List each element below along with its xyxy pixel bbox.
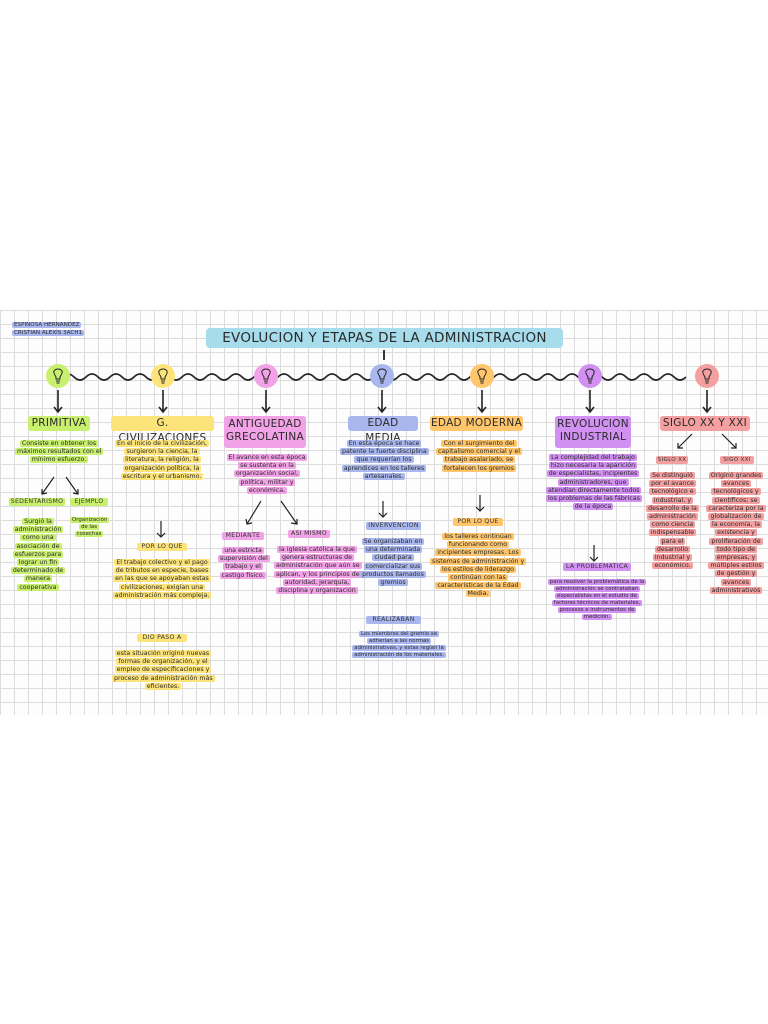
sub-text: la iglesia católica la que genera estruc… bbox=[274, 546, 362, 595]
sub-label: SIGO XXI bbox=[720, 456, 754, 464]
sub-label: DIO PASO A bbox=[137, 634, 187, 642]
sub-label: EJEMPLO bbox=[70, 498, 108, 506]
stage-description: Con el surgimiento del capitalismo comer… bbox=[435, 440, 523, 472]
sub-text: Originó grandes avances tecnológicos y c… bbox=[706, 472, 766, 594]
stage-description: Consiste en obtener los máximos resultad… bbox=[15, 440, 104, 464]
sub-text: los talleres continúan funcionando como … bbox=[430, 533, 527, 598]
sub-label: REALIZABAN bbox=[366, 616, 421, 624]
sub-text: Se distinguió por el avance tecnológico … bbox=[646, 472, 699, 570]
sub-text: para resolver la problemática de la admi… bbox=[547, 579, 647, 620]
sub-label: SIGLO XX bbox=[656, 456, 688, 464]
stage-description: En esta época se hace patente la fuerte … bbox=[340, 440, 429, 480]
lightbulb-icon bbox=[693, 362, 721, 390]
stage-title-media: EDAD MEDIA bbox=[348, 416, 418, 444]
sub-label: ASI MISMO bbox=[288, 530, 330, 538]
sub-label: MEDIANTE bbox=[222, 532, 264, 540]
sub-label: LA PROBLEMATICA bbox=[563, 563, 631, 571]
stage-title-civilizaciones: G. CIVILIZACIONES bbox=[111, 416, 214, 444]
stage-description: El avance en esta época se sustenta en l… bbox=[226, 454, 308, 494]
stage-description: En el inicio de la civilización, surgier… bbox=[114, 440, 210, 480]
sub-text: Surgió la administración como una asocia… bbox=[10, 518, 66, 591]
sub-text: El trabajo colectivo y el pago de tribut… bbox=[112, 559, 212, 599]
sub-text: Los miembros del gremio se adherían a la… bbox=[352, 631, 446, 658]
lightbulb-icon bbox=[149, 362, 177, 390]
lightbulb-icon bbox=[468, 362, 496, 390]
branch-arrows bbox=[245, 500, 298, 525]
stage-title-primitiva: PRIMITIVA bbox=[28, 416, 90, 431]
sub-label: POR LO QUE bbox=[453, 518, 503, 526]
sub-text: Se organizaban en una determinada ciudad… bbox=[360, 538, 426, 587]
sub-label: SEDENTARISMO bbox=[9, 498, 65, 506]
arrow-down bbox=[475, 495, 485, 512]
lightbulb-icon bbox=[576, 362, 604, 390]
stage-title-moderna: EDAD MODERNA bbox=[430, 416, 523, 431]
arrow-down bbox=[589, 545, 599, 562]
sub-label: POR LO QUE bbox=[137, 543, 187, 551]
lightbulb-icon bbox=[44, 362, 72, 390]
sub-label: INVERVENCION bbox=[366, 522, 421, 530]
sub-text: esta situación originó nuevas formas de … bbox=[112, 650, 215, 690]
arrow-down bbox=[378, 501, 388, 518]
branch-arrows bbox=[677, 433, 737, 449]
author-label: ESPINOSA HERNANDEZ CRISTIAN ALEXIS 3ACH1 bbox=[12, 321, 102, 337]
lightbulb-icon bbox=[368, 362, 396, 390]
main-title: EVOLUCION Y ETAPAS DE LA ADMINISTRACION bbox=[206, 328, 563, 348]
lightbulb-icon bbox=[252, 362, 280, 390]
stage-title-siglo: SIGLO XX Y XXI bbox=[660, 416, 750, 431]
sub-text: una estricta supervisión del trabajo y e… bbox=[218, 547, 270, 579]
stage-description: La complejidad del trabajo hizo necesari… bbox=[546, 454, 642, 511]
author-name-line-2: CRISTIAN ALEXIS 3ACH1 bbox=[12, 330, 85, 336]
arrow-down bbox=[156, 521, 166, 538]
sub-text: Organización de las cosechas bbox=[70, 517, 110, 537]
branch-arrows bbox=[41, 476, 79, 495]
down-arrows bbox=[53, 390, 712, 414]
author-name-line-1: ESPINOSA HERNANDEZ bbox=[12, 322, 82, 328]
